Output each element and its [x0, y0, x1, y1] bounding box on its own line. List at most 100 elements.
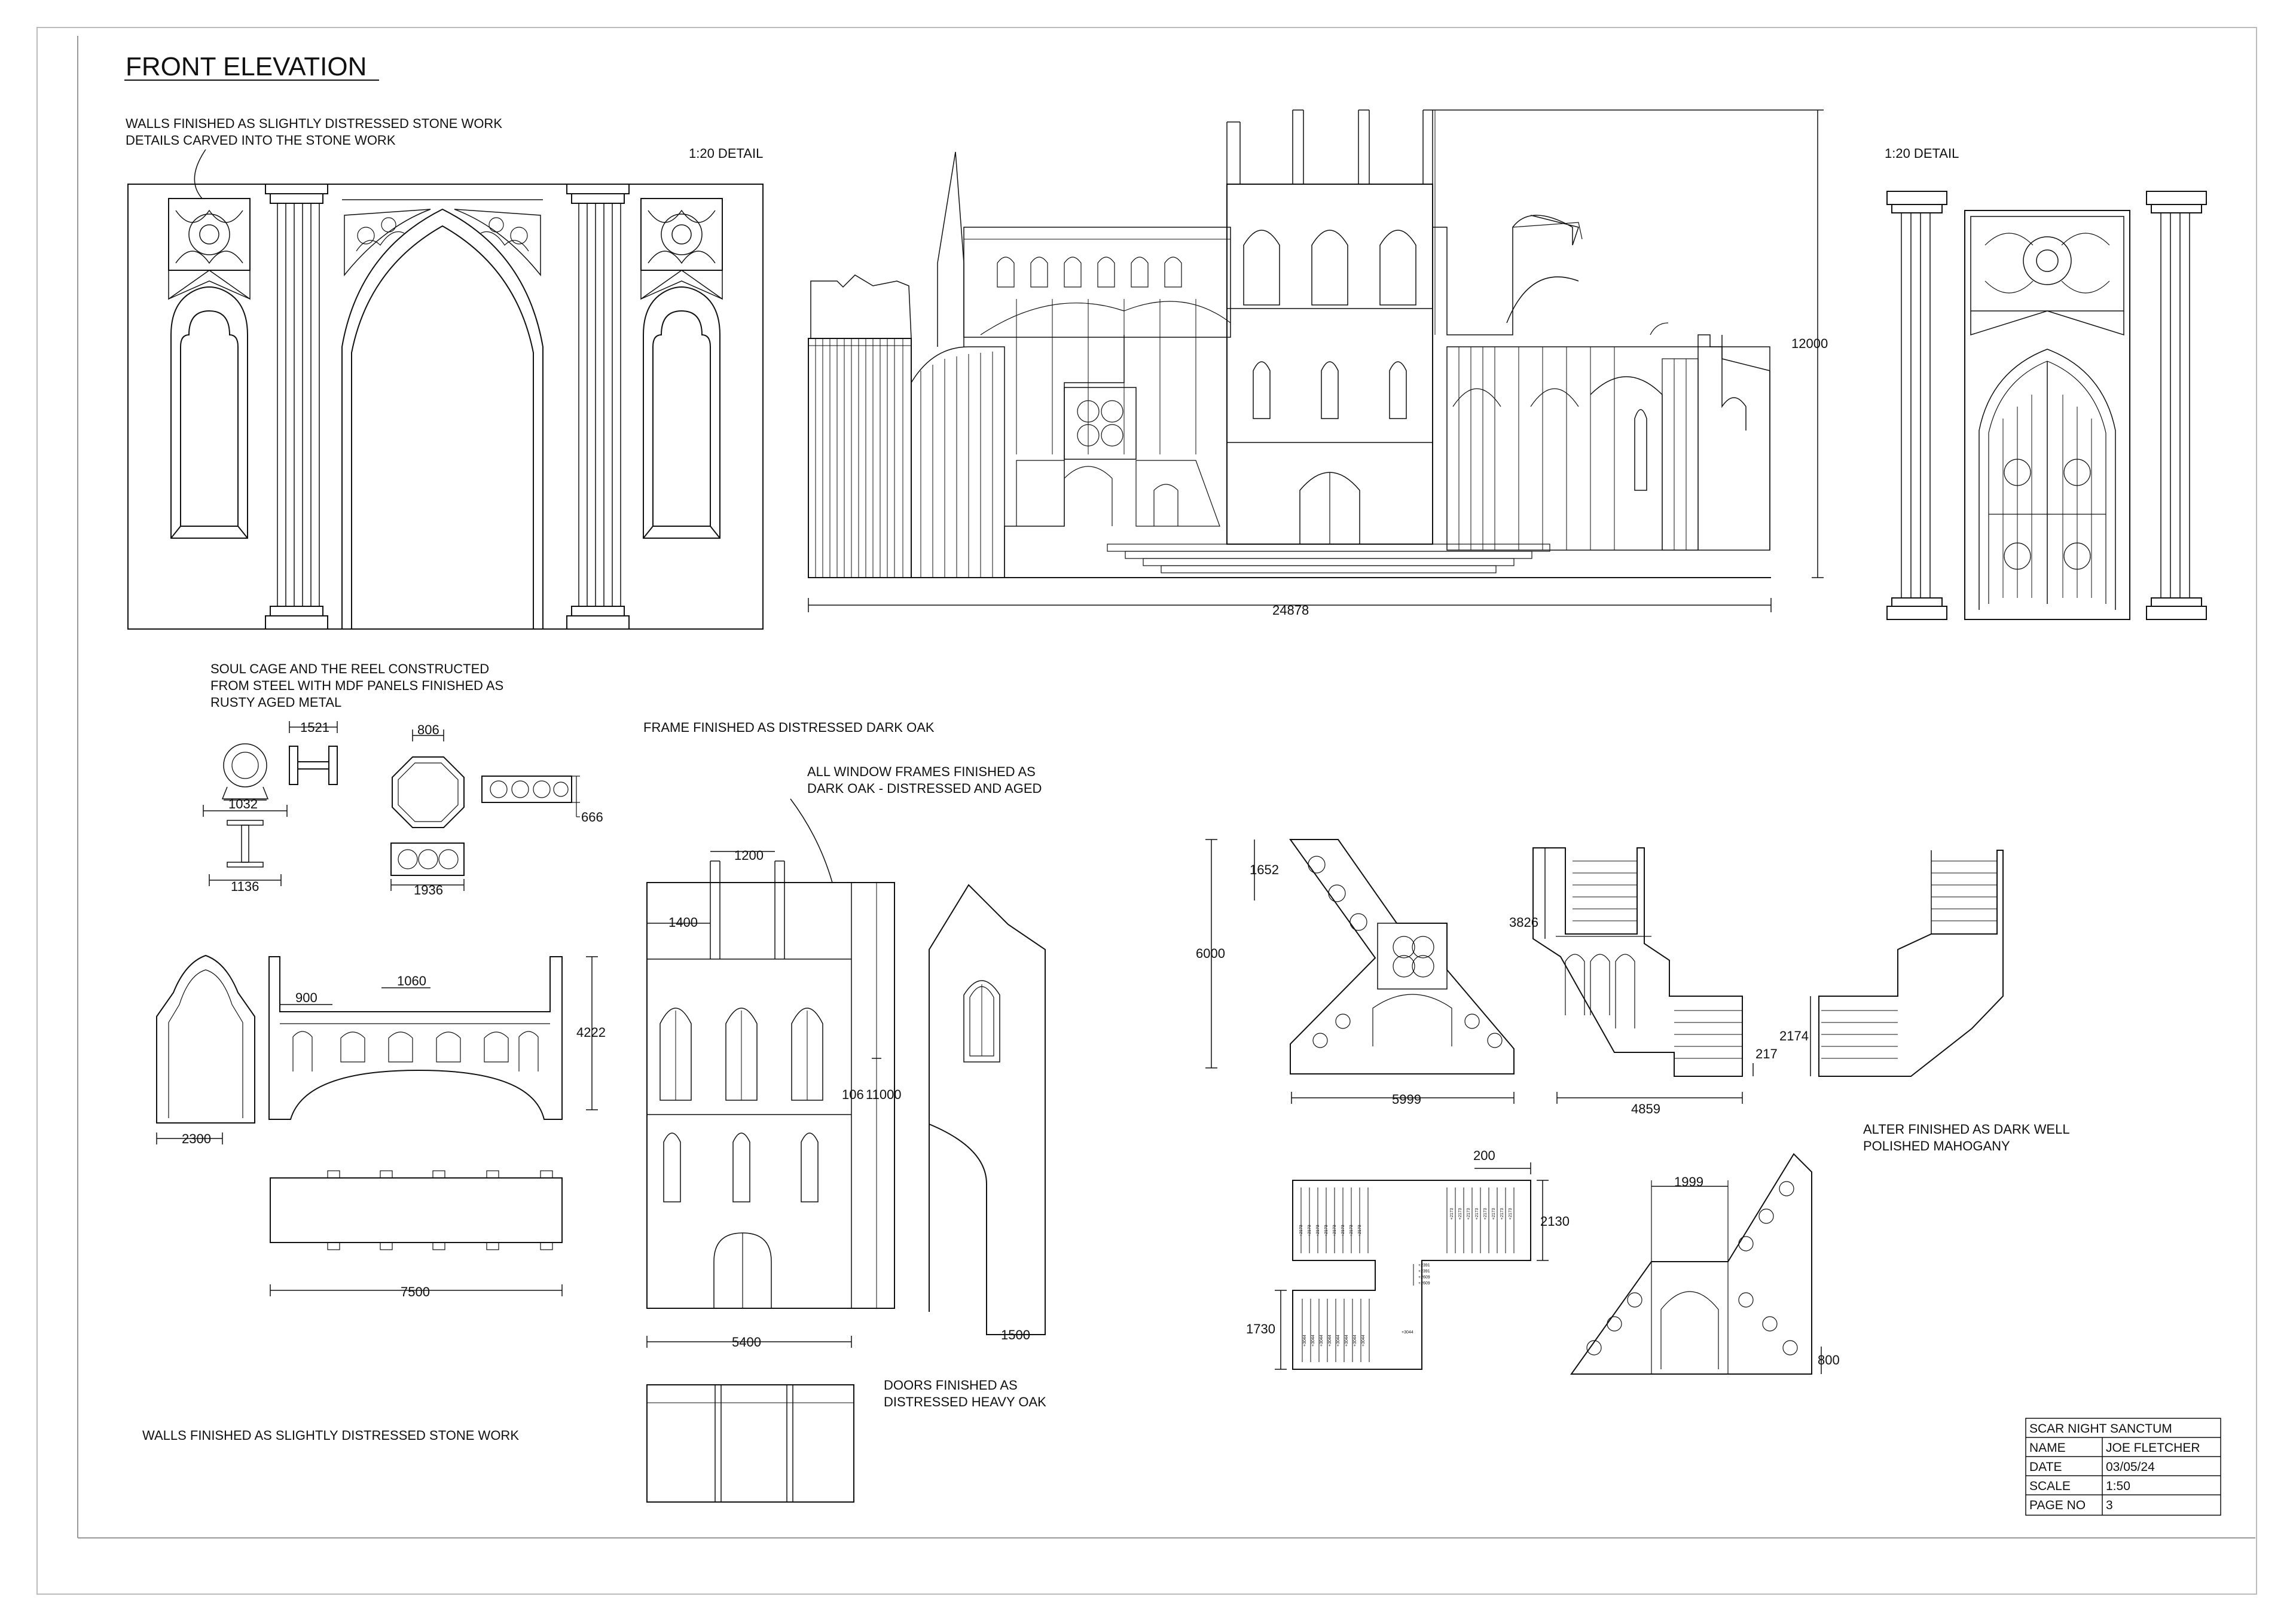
dim-stair1-width: 5999 [1392, 1092, 1421, 1107]
dim-stair2-width: 4859 [1631, 1101, 1660, 1116]
arch-window-piece [156, 954, 255, 1144]
note-soul-cage-line1: SOUL CAGE AND THE REEL CONSTRUCTED [210, 661, 489, 676]
balcony-piece [270, 1170, 563, 1296]
title-block-page-label: PAGE NO [2029, 1498, 2086, 1512]
note-doors-line2: DISTRESSED HEAVY OAK [884, 1394, 1046, 1409]
note-walls-bottom: WALLS FINISHED AS SLIGHTLY DISTRESSED ST… [142, 1428, 519, 1443]
notes-group: WALLS FINISHED AS SLIGHTLY DISTRESSED ST… [126, 116, 2070, 1443]
plan-mark: +2173 [1299, 1225, 1303, 1237]
dim-balcony-width: 7500 [401, 1284, 430, 1299]
note-detail-left: 1:20 DETAIL [689, 146, 763, 161]
dim-arch-width: 2300 [182, 1131, 211, 1146]
note-walls-line2: DETAILS CARVED INTO THE STONE WORK [126, 133, 396, 148]
sheet-title: FRONT ELEVATION [126, 52, 367, 81]
plan-mark: +3044 [1353, 1335, 1357, 1347]
note-soul-cage-line3: RUSTY AGED METAL [210, 695, 341, 710]
plan-mark: +2173 [1500, 1208, 1504, 1220]
dim-tower-height: 11000 [866, 1087, 902, 1102]
title-block-date-label: DATE [2029, 1460, 2062, 1474]
dim-spire-width: 1500 [1001, 1327, 1030, 1342]
outer-border [36, 27, 2257, 1595]
plan-mark: +2173 [1483, 1208, 1488, 1220]
plan-mark: +3044 [1361, 1335, 1366, 1347]
plan-mark: +3044 [1320, 1335, 1324, 1347]
dim-stair2-step: 217 [1755, 1046, 1778, 1061]
note-window-frames-line1: ALL WINDOW FRAMES FINISHED AS [807, 764, 1036, 779]
dim-stair2-height: 3826 [1509, 915, 1538, 930]
title-block-name-value: JOE FLETCHER [2106, 1441, 2200, 1455]
dim-plan-depth2: 1730 [1246, 1321, 1275, 1336]
note-soul-cage-line2: FROM STEEL WITH MDF PANELS FINISHED AS [210, 678, 503, 693]
note-alter-line1: ALTER FINISHED AS DARK WELL [1863, 1122, 2070, 1137]
plan-mark: +3044 [1345, 1335, 1349, 1347]
plan-mark: +3044 [1328, 1335, 1332, 1347]
dim-stair1-landing: 1652 [1250, 862, 1279, 877]
dim-plan-top: 200 [1473, 1148, 1495, 1163]
dim-bridge-span: 1060 [397, 973, 426, 988]
plan-mark: +3044 [1336, 1335, 1341, 1347]
right-door-detail [1886, 191, 2207, 620]
title-block-name-label: NAME [2029, 1441, 2066, 1455]
dim-cage-width: 1032 [228, 796, 258, 811]
dim-stair4-depth: 800 [1818, 1353, 1840, 1367]
title-block-scale-label: SCALE [2029, 1479, 2071, 1493]
staircase-1 [1205, 839, 1515, 1104]
title-block-scale-value: 1:50 [2106, 1479, 2130, 1493]
dim-cage-base: 1136 [231, 879, 259, 894]
note-alter-line2: POLISHED MAHOGANY [1863, 1138, 2010, 1153]
plan-mark: +2391 [1418, 1263, 1430, 1268]
staircase-4 [1570, 1153, 1822, 1375]
plan-mark: +2609 [1418, 1275, 1430, 1280]
dim-tower-top: 1200 [734, 848, 764, 863]
dim-bridge-height: 4222 [576, 1025, 606, 1040]
plan-mark: +2173 [1509, 1208, 1513, 1220]
note-frame-oak: FRAME FINISHED AS DISTRESSED DARK OAK [643, 720, 935, 735]
left-wall-elevation [127, 184, 764, 630]
tower-frame [646, 851, 895, 1348]
bridge-piece [268, 956, 598, 1120]
title-block [2025, 1418, 2221, 1516]
dim-bridge-bay: 900 [295, 990, 317, 1005]
dim-panel-width: 1936 [414, 883, 443, 898]
plan-mark: +2173 [1333, 1225, 1337, 1237]
plan-mark: +2173 [1458, 1208, 1463, 1220]
title-block-page-value: 3 [2106, 1498, 2113, 1512]
dim-tower-offset: 106 [842, 1087, 864, 1102]
plan-mark: +3044 [1311, 1335, 1315, 1347]
plan-mark-center: +3044 [1402, 1330, 1413, 1335]
plan-mark: +2391 [1418, 1269, 1430, 1274]
plan-mark: +2173 [1450, 1208, 1454, 1220]
plan-mark: +3044 [1303, 1335, 1307, 1347]
plan-mark: +2173 [1324, 1225, 1329, 1237]
spire-piece [929, 884, 1046, 1335]
staircase-2 [1532, 847, 1754, 1104]
main-front-elevation [808, 109, 1824, 612]
stair-plan [1275, 1162, 1549, 1370]
dim-plan-depth1: 2130 [1540, 1214, 1570, 1229]
dim-stair3-height: 2174 [1779, 1028, 1809, 1043]
note-doors-line1: DOORS FINISHED AS [884, 1378, 1018, 1393]
doors-piece [646, 1384, 854, 1503]
leader-window-frames [790, 798, 833, 883]
dim-panel-depth: 666 [581, 810, 603, 825]
dim-main-height: 12000 [1791, 336, 1828, 351]
soul-cage-group [203, 721, 580, 891]
note-detail-right: 1:20 DETAIL [1885, 146, 1959, 161]
plan-mark: +2173 [1316, 1225, 1320, 1237]
title-block-date-value: 03/05/24 [2106, 1460, 2155, 1474]
dim-tower-width: 5400 [732, 1335, 761, 1350]
plan-level-marks: +2173 +2173 +2173 +2173 +2173 +2173 +217… [1246, 1148, 1570, 1347]
plan-mark: +2173 [1467, 1208, 1471, 1220]
plan-mark: +2173 [1358, 1225, 1362, 1237]
plan-mark: +2609 [1418, 1281, 1430, 1286]
plan-mark: +2173 [1308, 1225, 1312, 1237]
note-walls-line1: WALLS FINISHED AS SLIGHTLY DISTRESSED ST… [126, 116, 502, 131]
dim-stair4-width: 1999 [1674, 1174, 1703, 1189]
note-window-frames-line2: DARK OAK - DISTRESSED AND AGED [807, 781, 1042, 796]
plan-mark: +2173 [1341, 1225, 1345, 1237]
dim-stair1-height: 6000 [1196, 946, 1225, 961]
dim-reel-width: 1521 [300, 720, 329, 735]
dim-main-width: 24878 [1272, 603, 1309, 618]
dim-octagon: 806 [417, 722, 439, 737]
